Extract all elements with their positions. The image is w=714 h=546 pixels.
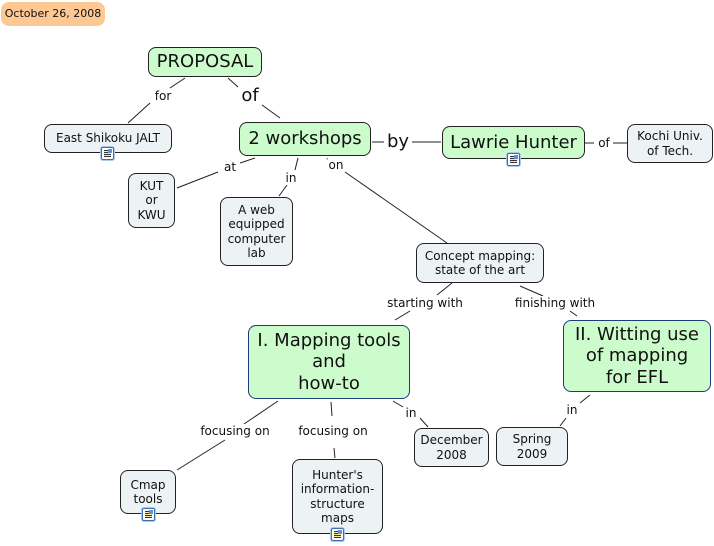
link-of-main[interactable]: of <box>240 85 260 106</box>
link-in-spring[interactable]: in <box>565 403 579 417</box>
concept-spring-2009[interactable]: Spring 2009 <box>496 427 568 466</box>
date-badge: October 26, 2008 <box>1 2 105 26</box>
link-focusing-on-hunters[interactable]: focusing on <box>297 424 369 438</box>
document-resource-icon[interactable] <box>331 528 344 541</box>
link-in-december[interactable]: in <box>404 406 418 420</box>
link-of-kochi[interactable]: of <box>597 136 611 150</box>
concept-2-workshops[interactable]: 2 workshops <box>239 122 371 156</box>
concept-proposal[interactable]: PROPOSAL <box>148 47 262 77</box>
concept-mapping-tools[interactable]: I. Mapping tools and how-to <box>248 325 410 399</box>
concept-hunters-maps[interactable]: Hunter's information- structure maps <box>292 459 383 534</box>
link-at[interactable]: at <box>222 160 238 174</box>
link-for[interactable]: for <box>153 89 173 103</box>
link-finishing-with[interactable]: finishing with <box>513 296 597 310</box>
concept-kut-or-kwu[interactable]: KUT or KWU <box>128 173 175 228</box>
concept-witting-use[interactable]: II. Witting use of mapping for EFL <box>563 320 711 392</box>
concept-east-shikoku-jalt[interactable]: East Shikoku JALT <box>44 124 172 153</box>
link-on[interactable]: on <box>327 158 345 172</box>
concept-december-2008[interactable]: December 2008 <box>414 428 489 467</box>
link-by[interactable]: by <box>385 131 411 152</box>
link-in-lab[interactable]: in <box>284 171 298 185</box>
link-focusing-on-cmap[interactable]: focusing on <box>199 424 271 438</box>
link-starting-with[interactable]: starting with <box>386 296 464 310</box>
document-resource-icon[interactable] <box>507 153 520 166</box>
document-resource-icon[interactable] <box>101 147 114 160</box>
concept-web-computer-lab[interactable]: A web equipped computer lab <box>220 197 293 266</box>
concept-concept-mapping[interactable]: Concept mapping: state of the art <box>416 243 544 283</box>
document-resource-icon[interactable] <box>142 508 155 521</box>
concept-kochi-univ[interactable]: Kochi Univ. of Tech. <box>627 124 713 163</box>
